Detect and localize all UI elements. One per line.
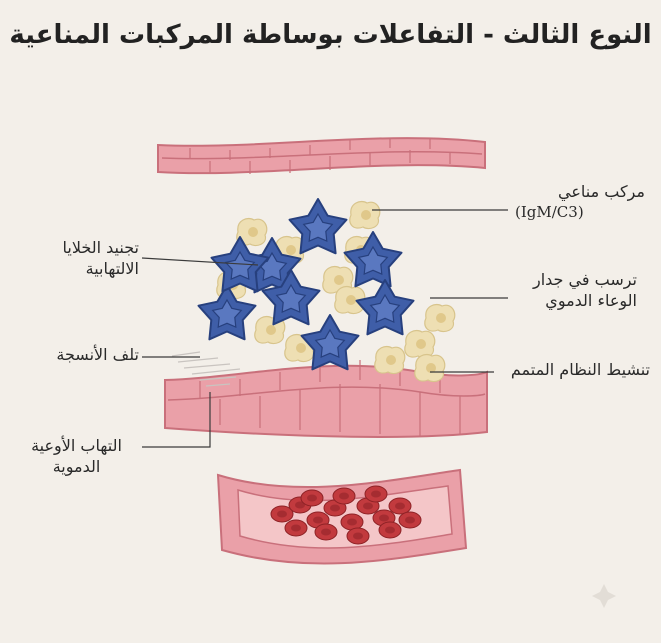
label-immune-complex-line2: (IgM/C3) [515, 202, 584, 221]
red-blood-cell-icon [300, 489, 324, 507]
label-deposition-line2: الوعاء الدموي [545, 290, 637, 310]
complement-icon [334, 285, 366, 315]
label-vasculitis: التهاب الأوعية الدموية [14, 436, 139, 478]
red-blood-cells [270, 485, 422, 545]
red-blood-cell-icon [378, 521, 402, 539]
red-blood-cell-icon [284, 519, 308, 537]
label-deposition: ترسب في جدار الوعاء الدموي [512, 270, 637, 312]
immune-complex-icon [343, 231, 403, 288]
label-vasculitis-line1: التهاب الأوعية [31, 436, 122, 455]
complement-icon [424, 303, 456, 333]
red-blood-cell-icon [340, 513, 364, 531]
upper-vessel-wall [157, 137, 486, 175]
complement-icon [374, 345, 406, 375]
red-blood-cell-icon [346, 527, 370, 545]
red-blood-cell-icon [364, 485, 388, 503]
complement-icon [349, 200, 381, 230]
leader-lines [141, 209, 508, 448]
label-vasculitis-line2: الدموية [52, 456, 101, 476]
red-blood-cell-icon [372, 509, 396, 527]
leader-recruitment [141, 257, 259, 266]
label-immune-complex-line1: مركب مناعي [558, 182, 645, 201]
leader-vasculitis [142, 392, 211, 448]
label-recruitment-line1: تجنيد الخلايا [62, 238, 139, 257]
immune-complex-icon [355, 279, 415, 336]
page-title: النوع الثالث - التفاعلات بوساطة المركبات… [9, 20, 652, 50]
label-immune-complex: مركب مناعي (IgM/C3) [515, 182, 645, 222]
red-blood-cell-icon [314, 523, 338, 541]
red-blood-cell-icon [270, 505, 294, 523]
label-tissue-damage: تلف الأنسجة [56, 345, 139, 364]
immune-complex-icon [300, 314, 360, 371]
immune-complex-stars [197, 198, 415, 371]
immune-complex-icon [261, 269, 321, 326]
label-recruitment: تجنيد الخلايا الالتهابية [14, 238, 139, 280]
complement-icon [404, 329, 436, 359]
vessel-cross-section [216, 468, 468, 565]
complement-icon [414, 353, 446, 383]
red-blood-cell-icon [332, 487, 356, 505]
label-complement: تنشيط النظام المتمم [510, 360, 650, 379]
label-recruitment-line2: الالتهابية [85, 258, 139, 278]
immune-complex-icon [288, 198, 348, 255]
tissue-damage-streaks [171, 351, 241, 387]
sparkle-icon [592, 584, 616, 608]
immune-complex-icon [197, 284, 257, 341]
label-deposition-line1: ترسب في جدار [532, 270, 637, 289]
red-blood-cell-icon [398, 511, 422, 529]
red-blood-cell-icon [388, 497, 412, 515]
